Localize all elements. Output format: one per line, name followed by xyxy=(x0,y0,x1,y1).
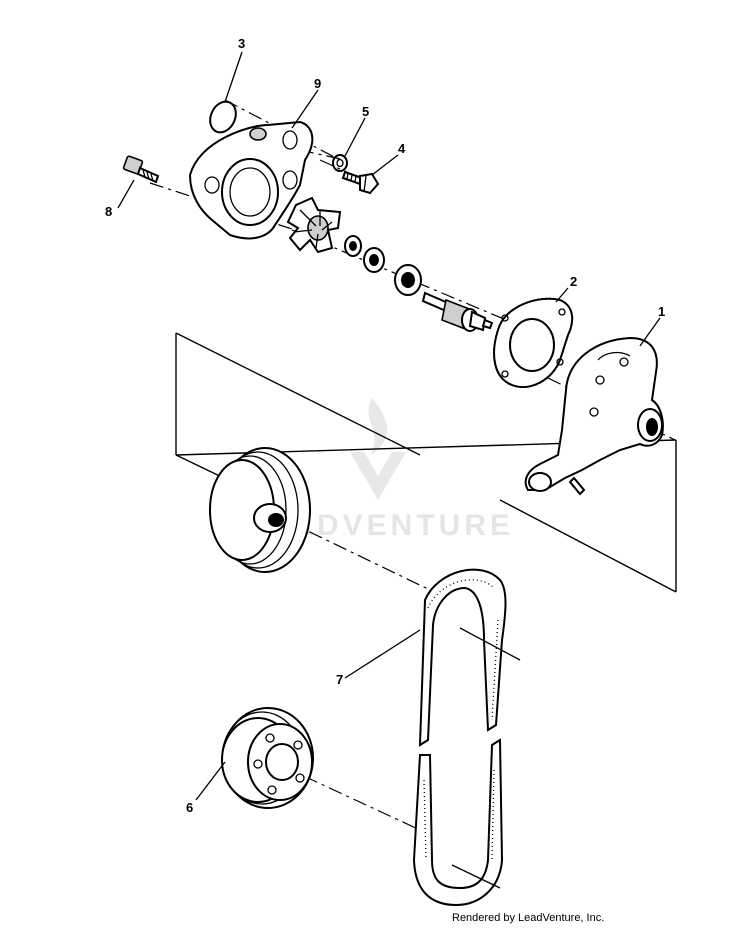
flange-bolt xyxy=(122,155,160,184)
callout-8: 8 xyxy=(105,204,112,219)
shaft-bearing xyxy=(421,291,494,332)
callout-4: 4 xyxy=(398,141,406,156)
v-belt xyxy=(412,568,507,907)
callout-7: 7 xyxy=(336,672,343,687)
water-pump-pulley xyxy=(209,447,311,573)
crankshaft-pulley xyxy=(221,707,314,809)
callout-9: 9 xyxy=(314,76,321,91)
callout-1: 1 xyxy=(658,304,665,319)
callout-2: 2 xyxy=(570,274,577,289)
impeller xyxy=(286,196,342,254)
bolt xyxy=(341,170,380,195)
mechanical-seal xyxy=(344,235,422,296)
callout-5: 5 xyxy=(362,104,369,119)
pump-cover xyxy=(188,120,314,240)
pump-gasket xyxy=(493,297,574,388)
callout-labels: 3 9 5 4 8 2 1 7 6 xyxy=(105,36,665,815)
water-pump-body xyxy=(524,336,664,496)
belt-lower-marks xyxy=(451,627,521,889)
o-ring xyxy=(209,100,237,134)
footer-credit: Rendered by LeadVenture, Inc. xyxy=(452,912,605,924)
callout-6: 6 xyxy=(186,800,193,815)
callout-3: 3 xyxy=(238,36,245,51)
washer xyxy=(332,154,348,172)
leader-lines xyxy=(117,51,661,801)
